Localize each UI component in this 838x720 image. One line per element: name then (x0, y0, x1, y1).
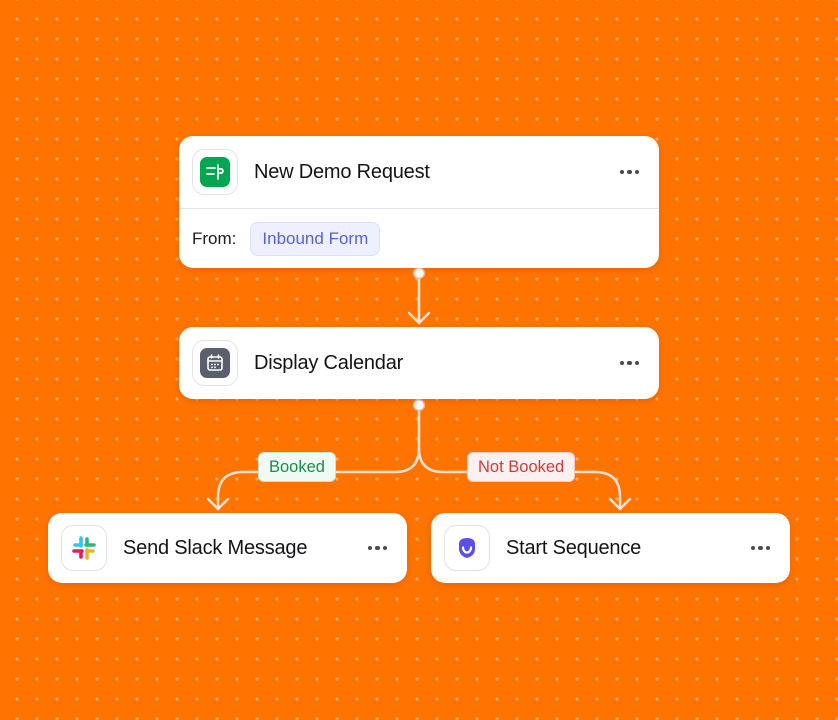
trigger-node-new-demo-request[interactable]: New Demo Request From: Inbound Form (179, 136, 659, 268)
from-label: From: (192, 228, 237, 248)
more-options-icon[interactable] (616, 164, 644, 181)
action-node-send-slack-message[interactable]: Send Slack Message (48, 513, 407, 583)
output-port-calendar (412, 398, 426, 412)
more-options-icon[interactable] (364, 540, 392, 557)
action-node-display-calendar[interactable]: Display Calendar (179, 327, 659, 399)
node-title: New Demo Request (254, 160, 430, 183)
output-port-trigger (412, 266, 426, 280)
arrowhead-slack (206, 497, 230, 511)
node-title: Start Sequence (506, 536, 642, 559)
arrowhead-sequence (608, 497, 632, 511)
action-node-start-sequence[interactable]: Start Sequence (431, 513, 790, 583)
sequence-node-header: Start Sequence (431, 513, 790, 583)
calendar-node-header: Display Calendar (179, 327, 659, 399)
slack-icon (61, 525, 107, 571)
calendar-icon (192, 340, 238, 386)
sequence-icon (444, 525, 490, 571)
trigger-node-header: New Demo Request (179, 136, 659, 208)
node-title: Display Calendar (254, 351, 404, 374)
branch-label-booked: Booked (258, 452, 336, 482)
inbound-form-icon (192, 149, 238, 195)
source-chip[interactable]: Inbound Form (250, 221, 381, 256)
branch-label-not-booked: Not Booked (467, 452, 576, 482)
node-title: Send Slack Message (123, 536, 308, 559)
slack-node-header: Send Slack Message (48, 513, 407, 583)
more-options-icon[interactable] (616, 355, 644, 372)
more-options-icon[interactable] (747, 540, 775, 557)
arrowhead-calendar (407, 311, 431, 325)
trigger-node-body: From: Inbound Form (179, 208, 659, 268)
